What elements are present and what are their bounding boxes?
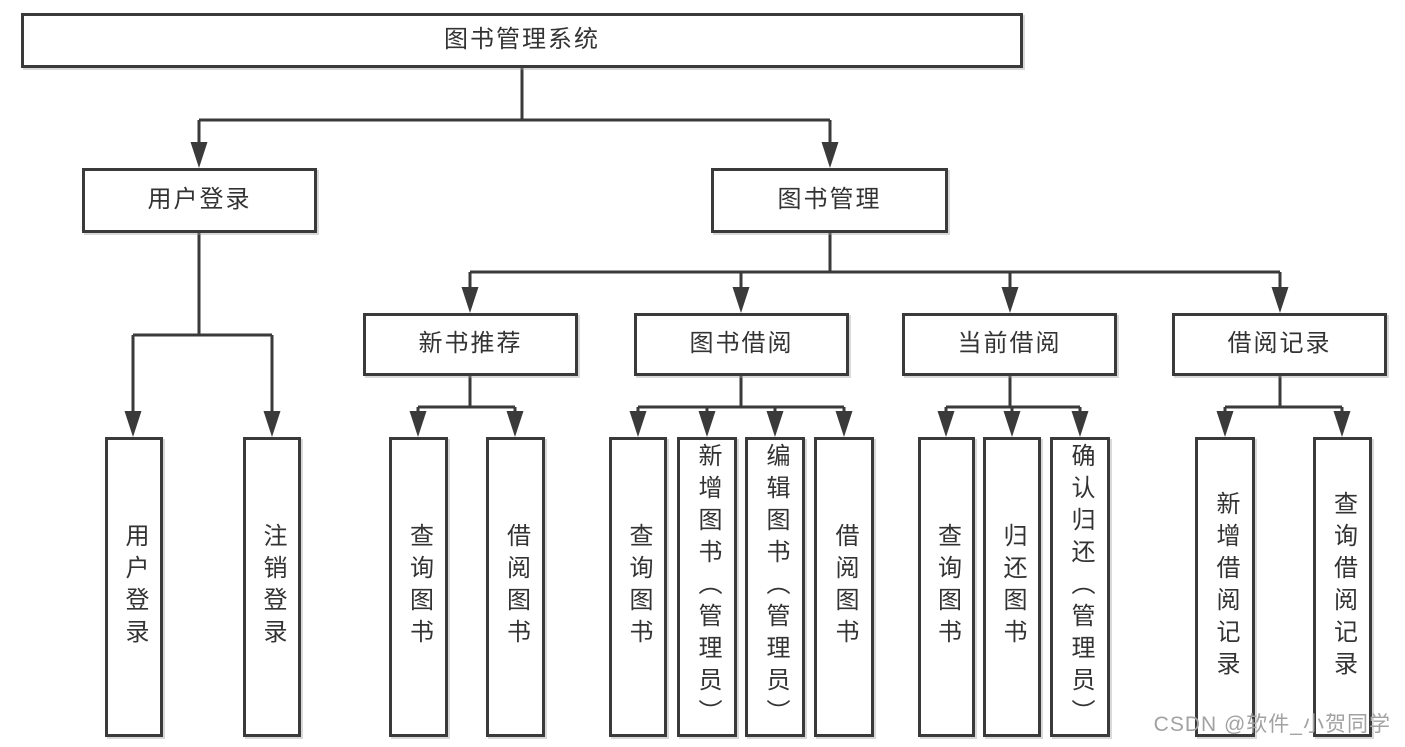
arrowhead xyxy=(766,411,784,437)
leaf-borrow-books-recommend: 借阅图书 xyxy=(486,437,545,737)
arrowhead xyxy=(461,287,479,313)
leaf-add-book-admin-label: 新增图书（管理员） xyxy=(694,443,721,731)
leaf-confirm-return-admin-label: 确认归还（管理员） xyxy=(1067,443,1094,731)
node-new-book-recommend: 新书推荐 xyxy=(363,313,578,376)
leaf-confirm-return-admin: 确认归还（管理员） xyxy=(1050,437,1110,737)
leaf-borrow-books-label: 借阅图书 xyxy=(831,523,858,651)
leaf-query-books-current-label: 查询图书 xyxy=(933,523,961,651)
connector-bookmgmt-to-level3 xyxy=(468,233,1282,289)
leaf-query-books-current: 查询图书 xyxy=(918,437,975,737)
arrowhead xyxy=(937,411,955,437)
leaf-query-books-recommend: 查询图书 xyxy=(389,437,448,737)
leaf-return-books: 归还图书 xyxy=(983,437,1041,737)
arrowhead xyxy=(506,411,524,437)
arrowhead xyxy=(629,411,647,437)
arrowhead xyxy=(698,411,716,437)
connector-newbookrec-to-leaves xyxy=(416,376,517,413)
arrowhead xyxy=(1271,287,1289,313)
connector-borrowrecords-to-leaves xyxy=(1223,376,1344,413)
connector-userlogin-to-leaves xyxy=(131,233,274,413)
leaf-borrow-books-recommend-label: 借阅图书 xyxy=(502,523,530,651)
leaf-edit-book-admin-label: 编辑图书（管理员） xyxy=(762,443,789,731)
leaf-query-borrow-record-label: 查询借阅记录 xyxy=(1329,491,1357,683)
arrowhead xyxy=(409,411,427,437)
arrowhead xyxy=(1003,411,1021,437)
leaf-query-borrow-record: 查询借阅记录 xyxy=(1313,437,1372,737)
leaf-add-book-admin: 新增图书（管理员） xyxy=(677,437,737,737)
leaf-edit-book-admin: 编辑图书（管理员） xyxy=(745,437,805,737)
arrowhead xyxy=(1071,411,1089,437)
node-book-borrow: 图书借阅 xyxy=(634,313,849,376)
node-root-label: 图书管理系统 xyxy=(444,26,600,54)
leaf-query-books-borrow-label: 查询图书 xyxy=(625,523,652,651)
arrowhead xyxy=(821,142,839,168)
watermark: CSDN @软件_小贺同学 xyxy=(1153,713,1391,736)
arrowhead xyxy=(124,411,142,437)
leaf-add-borrow-record: 新增借阅记录 xyxy=(1195,437,1255,737)
arrowhead xyxy=(1333,411,1351,437)
leaf-query-books-borrow: 查询图书 xyxy=(609,437,667,737)
leaf-add-borrow-record-label: 新增借阅记录 xyxy=(1212,491,1239,683)
connector-bookborrow-to-leaves xyxy=(636,376,846,413)
node-root: 图书管理系统 xyxy=(21,13,1023,68)
connector-currentborrow-to-leaves xyxy=(944,376,1082,413)
arrowhead xyxy=(835,411,853,437)
node-new-book-recommend-label: 新书推荐 xyxy=(418,330,523,358)
arrowhead xyxy=(190,142,208,168)
arrowhead xyxy=(1001,287,1019,313)
leaf-logout-label: 注销登录 xyxy=(259,523,286,651)
node-current-borrow-label: 当前借阅 xyxy=(957,330,1062,358)
node-user-login: 用户登录 xyxy=(82,168,317,233)
connector-root-to-level2 xyxy=(197,68,832,145)
arrowhead xyxy=(263,411,281,437)
node-current-borrow: 当前借阅 xyxy=(902,313,1117,376)
leaf-borrow-books: 借阅图书 xyxy=(814,437,874,737)
node-borrow-records: 借阅记录 xyxy=(1172,313,1387,376)
node-book-borrow-label: 图书借阅 xyxy=(689,330,794,358)
node-book-management-label: 图书管理 xyxy=(777,186,882,214)
node-borrow-records-label: 借阅记录 xyxy=(1227,330,1332,358)
node-user-login-label: 用户登录 xyxy=(147,186,252,214)
leaf-logout: 注销登录 xyxy=(243,437,301,737)
leaf-user-login: 用户登录 xyxy=(105,437,163,737)
leaf-user-login-label: 用户登录 xyxy=(121,523,148,651)
arrowhead xyxy=(732,287,750,313)
node-book-management: 图书管理 xyxy=(711,168,948,233)
leaf-query-books-recommend-label: 查询图书 xyxy=(405,523,433,651)
leaf-return-books-label: 归还图书 xyxy=(999,523,1026,651)
arrowhead xyxy=(1216,411,1234,437)
